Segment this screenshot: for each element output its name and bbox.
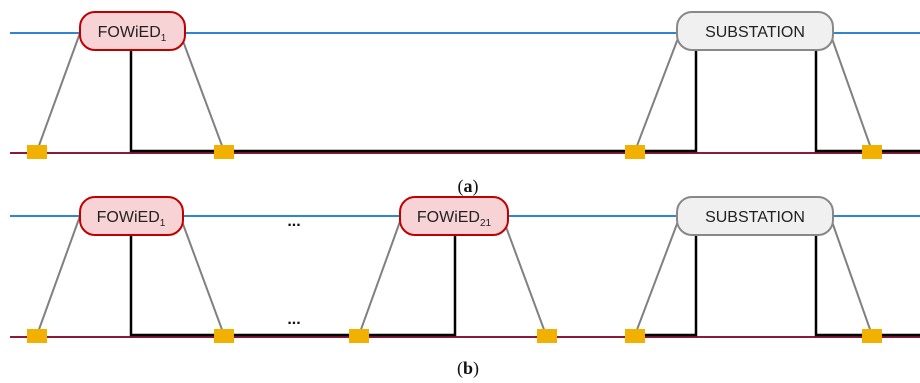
strut bbox=[36, 32, 81, 152]
fowied-node: FOWiED1 bbox=[79, 196, 184, 236]
node-subscript: 1 bbox=[161, 33, 167, 44]
node-subscript: 21 bbox=[480, 218, 492, 229]
connector-square bbox=[27, 329, 47, 343]
fowied-node: FOWiED21 bbox=[399, 196, 509, 236]
strut bbox=[179, 32, 225, 152]
strut bbox=[358, 215, 403, 336]
diagram-b: ... ... FOWiED1 FOWiED21 SUBSTATION (b) bbox=[10, 196, 920, 379]
svg-text:FOWiED1: FOWiED1 bbox=[98, 24, 167, 44]
strut bbox=[829, 32, 873, 152]
node-label: FOWiED bbox=[417, 209, 480, 226]
conductor-path bbox=[356, 216, 457, 337]
conductor-path bbox=[129, 33, 630, 153]
conductor-path bbox=[814, 216, 920, 337]
strut bbox=[36, 215, 81, 336]
connector-square bbox=[214, 329, 234, 343]
strut bbox=[634, 32, 681, 152]
caption-b: (b) bbox=[457, 358, 479, 379]
connector-square bbox=[27, 145, 47, 159]
connector-square bbox=[349, 329, 369, 343]
conductor-path bbox=[630, 216, 698, 337]
connector-square bbox=[625, 145, 645, 159]
connector-square bbox=[862, 145, 882, 159]
strut bbox=[829, 215, 873, 336]
node-label: SUBSTATION bbox=[705, 24, 805, 41]
conductor-path bbox=[814, 33, 920, 153]
connector-square bbox=[625, 329, 645, 343]
svg-text:FOWiED21: FOWiED21 bbox=[417, 209, 492, 229]
ellipsis-bottom: ... bbox=[287, 311, 300, 328]
connector-square bbox=[537, 329, 557, 343]
strut bbox=[634, 215, 681, 336]
substation-node: SUBSTATION bbox=[676, 11, 834, 51]
node-label: SUBSTATION bbox=[705, 209, 805, 226]
conductor-path bbox=[630, 33, 698, 153]
substation-node: SUBSTATION bbox=[676, 196, 834, 236]
ellipsis-top: ... bbox=[287, 213, 300, 230]
node-subscript: 1 bbox=[160, 218, 166, 229]
strut bbox=[501, 215, 547, 336]
fowied-node: FOWiED1 bbox=[79, 11, 186, 51]
svg-text:FOWiED1: FOWiED1 bbox=[97, 209, 166, 229]
node-label: FOWiED bbox=[98, 24, 161, 41]
connector-square bbox=[214, 145, 234, 159]
diagram-a: FOWiED1 SUBSTATION (a) bbox=[10, 11, 920, 197]
conductor-path bbox=[129, 216, 356, 337]
connector-square bbox=[862, 329, 882, 343]
caption-a: (a) bbox=[458, 176, 479, 197]
node-label: FOWiED bbox=[97, 209, 160, 226]
strut bbox=[179, 215, 225, 336]
